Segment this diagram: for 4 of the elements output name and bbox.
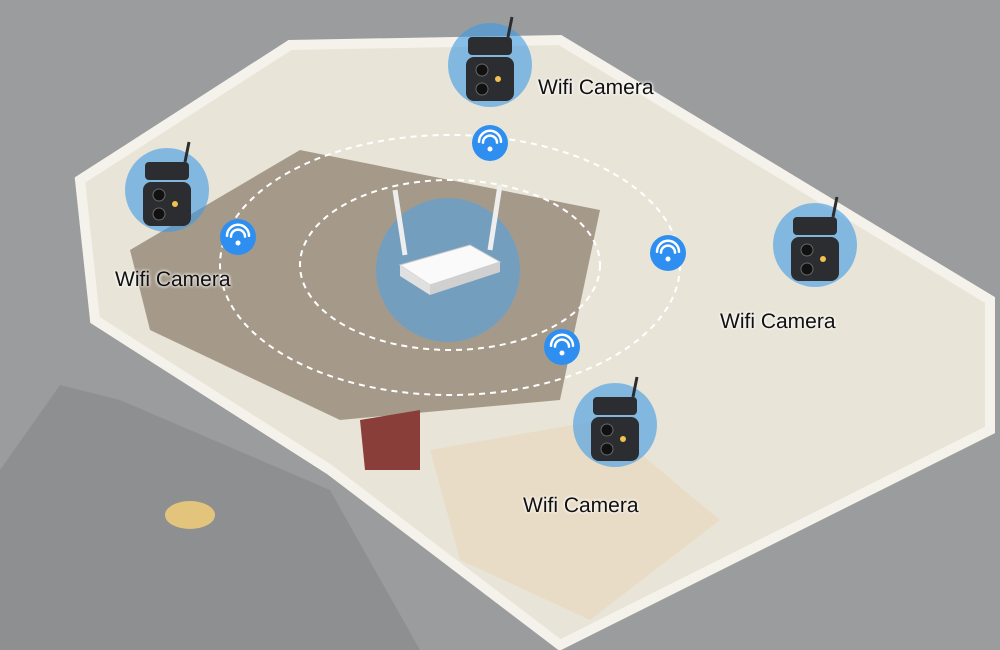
camera-label: Wifi Camera [538, 76, 654, 100]
camera-label: Wifi Camera [115, 268, 231, 292]
camera-label: Wifi Camera [720, 310, 836, 334]
camera-label: Wifi Camera [523, 494, 639, 518]
